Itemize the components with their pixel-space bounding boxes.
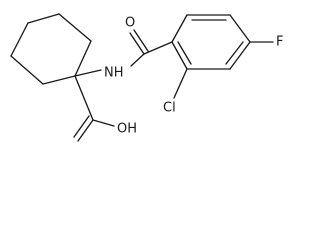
amide-nitrogen-label: NH xyxy=(104,66,124,81)
hydroxyl-label: OH xyxy=(117,122,137,137)
bond-ring4 xyxy=(42,75,76,85)
bond-cooh-o-double-b xyxy=(73,115,90,138)
bond-ring2 xyxy=(58,13,92,42)
fluorine-label: F xyxy=(276,35,283,50)
carboxylic-acid-group xyxy=(73,75,115,142)
bond-ar3 xyxy=(229,14,251,43)
amide-group xyxy=(74,29,173,77)
bond-cooh-oh xyxy=(92,119,115,127)
cyclohexane-ring xyxy=(10,13,92,85)
bond-ring1 xyxy=(27,13,60,24)
bond-carbonyl-ring xyxy=(143,41,173,55)
bond-carbonyl-o-b xyxy=(133,29,149,52)
bond-ar-inner3 xyxy=(177,41,192,65)
bond-ring3 xyxy=(74,40,92,77)
bond-c1-n xyxy=(74,69,102,77)
carbonyl-oxygen-label: O xyxy=(125,16,135,31)
bond-n-carbonyl xyxy=(130,53,145,67)
bond-ring6 xyxy=(10,22,29,57)
bond-cooh-o-double-a xyxy=(77,119,94,142)
bond-ar4 xyxy=(229,41,251,70)
bond-ring5 xyxy=(10,55,44,85)
bond-carbonyl-o-a xyxy=(129,32,145,55)
bond-ring-cl xyxy=(173,68,188,99)
chlorine-label: Cl xyxy=(163,101,176,116)
bond-ar6 xyxy=(171,41,188,70)
bond-c1-cooh xyxy=(74,75,94,121)
benzene-ring xyxy=(171,14,251,70)
molecule-diagram: O NH F Cl OH xyxy=(10,13,283,142)
bond-ar-inner2 xyxy=(225,41,244,65)
bond-ar1 xyxy=(171,14,188,43)
